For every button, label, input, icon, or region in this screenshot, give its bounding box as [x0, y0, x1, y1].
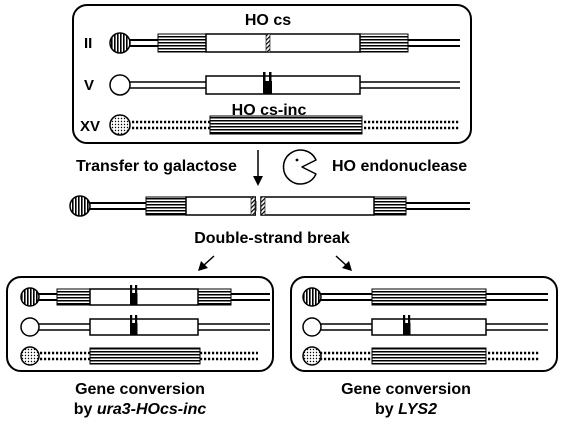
chromosome-label-v: V	[84, 77, 94, 94]
left-caption-line1: Gene conversion	[75, 381, 205, 398]
top-panel-frame	[72, 4, 472, 144]
arrow-right	[335, 255, 352, 271]
centromere-xv	[109, 114, 131, 136]
left-caption-line2: by ura3-HOcs-inc	[74, 401, 207, 418]
left-chromosome-v	[20, 315, 270, 337]
right-chromosome-ii	[302, 287, 548, 307]
down-arrow	[253, 150, 263, 186]
right-outcome-frame	[290, 276, 558, 372]
ho-cs-inc-site	[263, 72, 272, 94]
centromere-ii-broken	[69, 195, 91, 217]
right-caption-line1: Gene conversion	[341, 381, 471, 398]
chromosome-ii-top	[109, 32, 460, 54]
right-caption-gene: LYS2	[398, 401, 437, 418]
arrow-left	[198, 255, 215, 271]
chromosome-v-top	[109, 72, 460, 96]
ho-cs-label: HO cs	[245, 12, 291, 29]
chromosome-label-ii: II	[84, 35, 92, 52]
enzyme-label: HO endonuclease	[332, 158, 467, 175]
left-chromosome-xv	[20, 346, 258, 366]
left-chromosome-ii	[20, 285, 270, 307]
right-caption-prefix: by	[375, 401, 398, 418]
centromere-v	[109, 74, 131, 96]
left-outcome-frame	[6, 276, 274, 372]
ho-cs-inc-label: HO cs-inc	[232, 102, 307, 119]
ho-endonuclease-icon	[282, 149, 317, 185]
chromosome-ii-broken	[69, 195, 470, 217]
transfer-label: Transfer to galactose	[76, 158, 237, 175]
chromosome-xv-top	[109, 114, 460, 136]
centromere-ii	[109, 32, 131, 54]
break-label: Double-strand break	[194, 230, 350, 247]
right-chromosome-v	[302, 315, 548, 337]
chromosome-label-xv: XV	[80, 118, 100, 135]
left-caption-gene: ura3-HOcs-inc	[97, 401, 206, 418]
left-caption-prefix: by	[74, 401, 97, 418]
right-chromosome-xv	[302, 346, 540, 366]
right-caption-line2: by LYS2	[375, 401, 437, 418]
